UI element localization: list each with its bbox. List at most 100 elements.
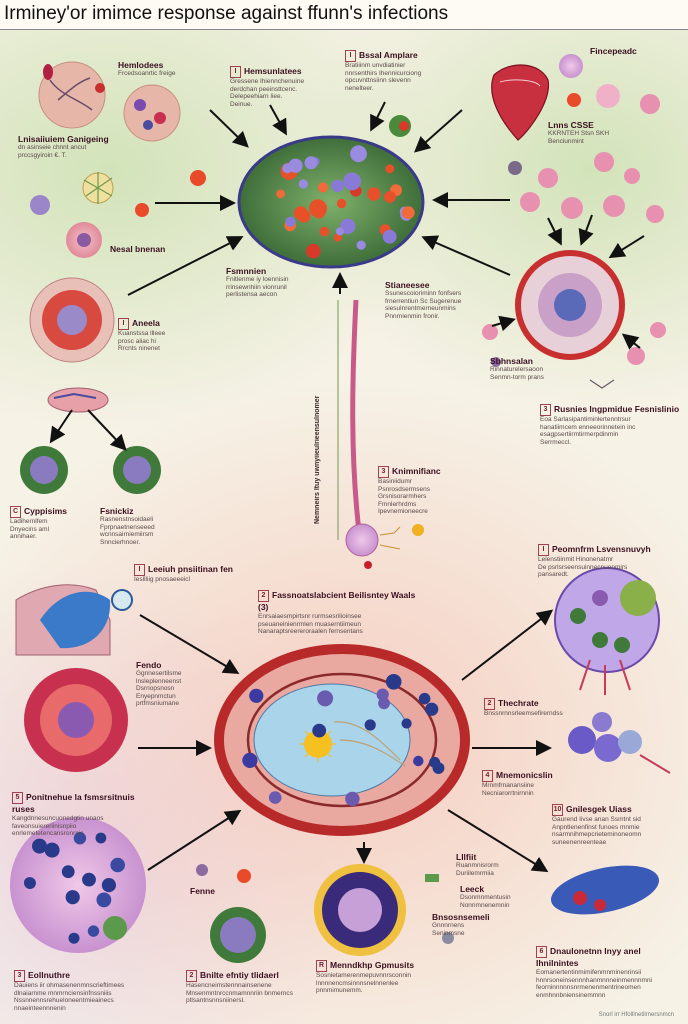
label-number: I xyxy=(134,564,145,576)
label-fenne: Fenne xyxy=(190,886,230,896)
cell-speckle xyxy=(32,838,47,854)
label-head: Leeiuh pnsiitinan fen xyxy=(148,564,234,574)
cell-speckle xyxy=(306,243,321,259)
label-lnns-csse: Lnns CSSE KKRNTEH Stsn SKH Benciunmint xyxy=(548,120,668,145)
label-head: Cyppisims xyxy=(24,506,67,516)
cell-speckle xyxy=(249,688,264,703)
cell-speckle xyxy=(61,865,75,879)
cell-speckle xyxy=(343,172,361,191)
label-number: 2 xyxy=(186,970,197,982)
label-body: Basiniidumr Psnrosdsermsens Grsnisorarmh… xyxy=(378,478,431,515)
cell-speckle xyxy=(376,688,389,701)
cell-speckle xyxy=(110,857,125,873)
label-ganigeing: Lnisaiiuiem Ganigeing dn asinseie chnnt … xyxy=(18,134,128,159)
label-head: Lnns CSSE xyxy=(548,120,594,130)
label-number: 3 xyxy=(378,466,389,478)
label-number: I xyxy=(118,318,129,330)
label-head: Hemsunlatees xyxy=(244,66,302,76)
label-body: Eoa Sarlasipantiminlertenntrsur hanatiim… xyxy=(540,416,636,446)
cell-speckle xyxy=(298,179,308,189)
label-head: Bssal Amplare xyxy=(359,50,418,60)
label-body: Bratiiinm unvdiatinier nnrsenthirs Ihenn… xyxy=(345,62,422,92)
cell-speckle xyxy=(293,206,308,220)
label-body: Frcedsoanrtic freige xyxy=(118,70,176,77)
page-title: Irminey'or imimce response against ffunn… xyxy=(0,0,688,30)
label-body: Gnnnrnens Seninmsne xyxy=(432,922,465,937)
label-leeck: Leeck Dsonmnmentusin Nonnmnenemnin xyxy=(460,884,530,909)
label-head: Bnsosnsemeli xyxy=(432,912,490,922)
label-bnsosnsemeli: Bnsosnsemeli Gnnnrnens Seninmsne xyxy=(432,912,512,937)
cell-speckle xyxy=(356,240,366,250)
cell-speckle xyxy=(367,187,381,201)
label-head: Sbhnsalan xyxy=(490,356,533,366)
label-head: Knimnifianc xyxy=(392,466,441,476)
cell-speckle xyxy=(68,932,80,944)
label-head: Stianeesee xyxy=(385,280,430,290)
cell-speckle xyxy=(285,216,296,227)
cell-speckle xyxy=(312,723,327,738)
label-fsnickiz: Fsnickiz Rasnenstnsoidaeli Fprpnaetnense… xyxy=(100,506,190,546)
label-body: Hasencneimstennnainsenene Mnsenmntnrccnm… xyxy=(186,982,293,1004)
label-body: KKRNTEH Stsn SKH Benciunmint xyxy=(548,130,610,145)
label-body: Kangdnnesuncuonedgtin unaos faveonsuiere… xyxy=(12,815,104,837)
label-sbhnsalan: Sbhnsalan Rinnaturelersaoon Senmn-torm p… xyxy=(490,356,580,381)
label-head: Fendo xyxy=(136,660,162,670)
cell-speckle xyxy=(87,925,100,937)
label-number: R xyxy=(316,960,327,972)
top-left-cell-group xyxy=(30,61,206,258)
label-number: I xyxy=(538,544,549,556)
cell-speckle xyxy=(268,791,282,804)
label-head: Leeck xyxy=(460,884,485,894)
cell-speckle xyxy=(335,227,344,236)
cell-speckle xyxy=(336,198,347,209)
cell-speckle xyxy=(401,718,412,729)
cell-speckle xyxy=(418,692,431,705)
cell-speckle xyxy=(65,890,80,905)
left-mid-cell-group xyxy=(20,277,161,494)
label-body: Ggnnesertilsme lnsleplenneenst Dsrnopsno… xyxy=(136,670,182,707)
label-body: Ladihernlfem Dnyecins aml annihaer. xyxy=(10,518,50,540)
cell-speckle xyxy=(242,752,258,769)
label-head: Hemlodees xyxy=(118,60,164,70)
label-body: Kuanstssa llleee prosc aliac hi Rrcnts n… xyxy=(118,330,166,352)
cell-speckle xyxy=(82,872,96,887)
label-hemlodees: Hemlodees Frcedsoanrtic freige xyxy=(118,60,208,78)
label-head: Fsnickiz xyxy=(100,506,134,516)
label-head: Nesal bnenan xyxy=(110,244,166,254)
stalk-base-cell xyxy=(345,523,379,557)
label-head: Ponitnehue la fsmsrsitnuis ruses xyxy=(12,792,135,814)
cell-speckle xyxy=(313,206,326,219)
cell-speckle xyxy=(425,702,439,716)
label-body: dn asinseie chnnt ancut prccsgyiroin €. … xyxy=(18,144,87,159)
label-head: Fincepeadc xyxy=(590,46,637,56)
cell-speckle xyxy=(382,229,397,244)
label-number: 10 xyxy=(552,804,563,816)
label-body: Fnitlenme iy loennisin rrinsewnhiin vion… xyxy=(226,276,289,298)
cell-speckle xyxy=(317,690,334,707)
top-right-cell-group xyxy=(389,54,666,389)
cell-speckle xyxy=(429,756,441,768)
label-body: Ruanmnisrorm Duriilemrmiia xyxy=(456,862,499,877)
label-body: Iesllliig pnosaeeeicl xyxy=(134,576,191,583)
label-number: 2 xyxy=(484,698,495,710)
label-head: Aneela xyxy=(132,318,160,328)
label-number: 4 xyxy=(482,770,493,782)
label-body: Mrnmfrnanansiine Necniarorrtnirnnin xyxy=(482,782,535,797)
label-number: 2 xyxy=(258,590,269,602)
label-stianeesee: Stianeesee Ssunescoioriminn fonfsers frn… xyxy=(385,280,495,320)
label-head: Eollnuthre xyxy=(28,970,71,980)
